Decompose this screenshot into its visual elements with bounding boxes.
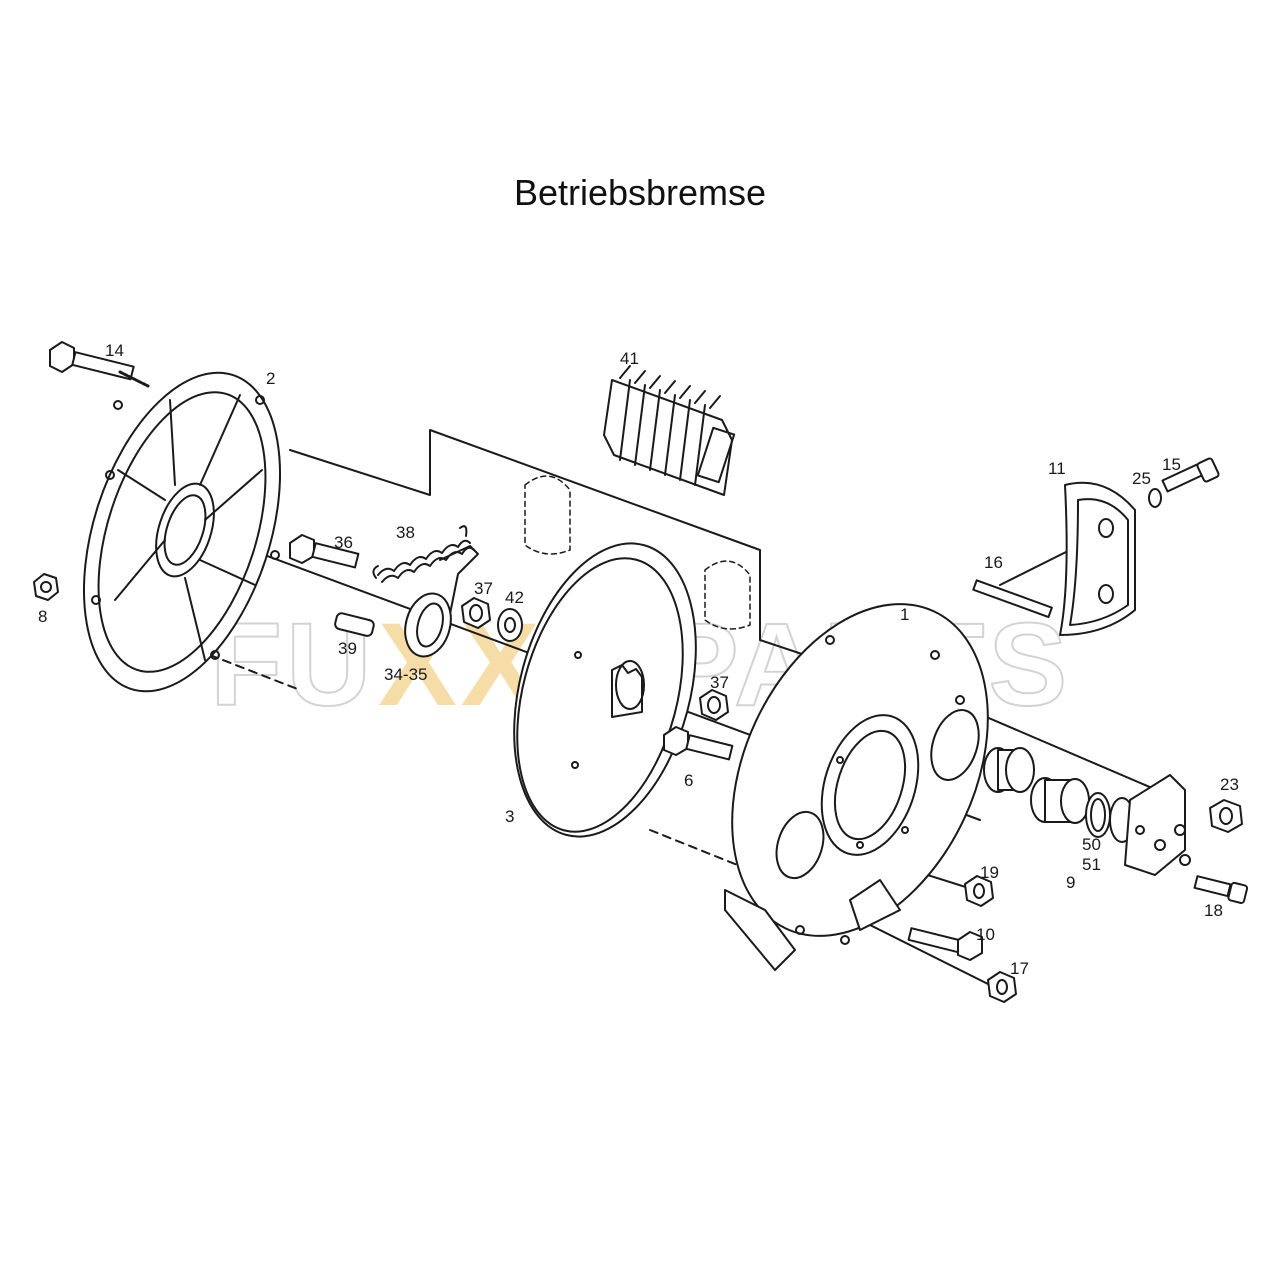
bolt-10 <box>907 927 983 961</box>
callout-51: 51 <box>1082 855 1101 874</box>
callout-18: 18 <box>1204 901 1223 920</box>
callout-23: 23 <box>1220 775 1239 794</box>
callout-42: 42 <box>505 588 524 607</box>
piston-sleeve-9 <box>983 747 1090 824</box>
brake-housing-2 <box>82 371 282 693</box>
callout-37-lower: 37 <box>710 673 729 692</box>
callout-8: 8 <box>38 607 47 626</box>
bolt-36 <box>289 534 360 569</box>
callout-2: 2 <box>266 369 275 388</box>
spring-38 <box>372 525 479 635</box>
wheel-cylinder <box>1124 774 1191 876</box>
callout-16: 16 <box>984 553 1003 572</box>
pin-16 <box>972 579 1053 619</box>
bolt-6 <box>663 726 734 761</box>
callout-3: 3 <box>505 807 514 826</box>
flange-nut-17 <box>987 971 1017 1003</box>
callout-11: 11 <box>1048 459 1066 478</box>
pin-39 <box>334 612 375 637</box>
brake-shoe-11 <box>1059 481 1136 636</box>
callout-10: 10 <box>976 925 995 944</box>
brake-carrier-1 <box>724 603 989 971</box>
callout-37-upper: 37 <box>474 579 493 598</box>
nut-37-lower <box>699 689 729 721</box>
hex-nut-8 <box>33 573 59 601</box>
washer-42 <box>497 608 523 642</box>
callout-50: 50 <box>1082 835 1101 854</box>
page-title: Betriebsbremse <box>513 172 767 213</box>
cam-ring-34-35 <box>404 592 452 658</box>
callout-34-35: 34-35 <box>384 665 427 684</box>
callout-38: 38 <box>396 523 415 542</box>
callout-15: 15 <box>1162 455 1181 474</box>
callout-1: 1 <box>900 605 909 624</box>
hex-bolt-14 <box>49 341 150 388</box>
phantom-lining-shapes <box>524 475 751 630</box>
brake-linings-41 <box>603 365 736 496</box>
brake-disc-3 <box>513 542 697 838</box>
bolt-18 <box>1193 875 1249 904</box>
callout-41: 41 <box>620 349 639 368</box>
callout-14: 14 <box>105 341 124 360</box>
callout-6: 6 <box>684 771 693 790</box>
washer-25 <box>1148 488 1162 508</box>
nut-23 <box>1209 799 1243 833</box>
screw-15 <box>1161 457 1220 493</box>
callout-36: 36 <box>334 533 353 552</box>
nut-19 <box>964 875 994 907</box>
nut-37-upper <box>461 597 491 629</box>
callout-19: 19 <box>980 863 999 882</box>
callout-39: 39 <box>338 639 357 658</box>
callout-25: 25 <box>1132 469 1151 488</box>
callout-17: 17 <box>1010 959 1029 978</box>
callout-9: 9 <box>1066 873 1075 892</box>
part-callouts: 14 2 8 36 38 37 42 39 34-35 41 3 37 6 1 … <box>38 341 1239 978</box>
